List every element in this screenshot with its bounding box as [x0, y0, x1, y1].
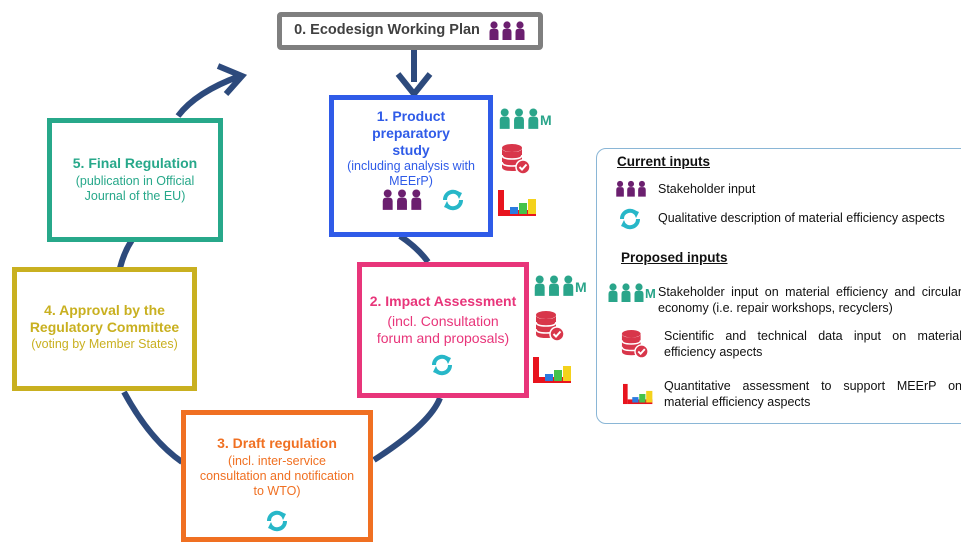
stage-approval-title: 4. Approval by the Regulatory Committee: [29, 302, 180, 335]
stage-final: 5. Final Regulation (publication in Offi…: [47, 118, 223, 242]
stakeholder-group-m-icon: M: [498, 108, 554, 130]
stage-approval: 4. Approval by the Regulatory Committee …: [12, 267, 197, 391]
legend-proposed-item-1: Stakeholder input on material efficiency…: [658, 285, 961, 315]
arrow-final-to-study: [175, 73, 242, 118]
stage-draft-subtitle: (incl. inter-service consultation and no…: [199, 453, 355, 498]
arrow-draft-to-approval: [121, 390, 184, 465]
stage-study: 1. Product preparatory study (including …: [329, 95, 493, 237]
stage-impact: 2. Impact Assessment (incl. Consultation…: [357, 262, 529, 398]
database-check-icon: [535, 311, 565, 342]
stage-approval-subtitle: (voting by Member States): [31, 336, 178, 351]
stage-study-title: 1. Product preparatory study: [372, 108, 450, 158]
stage-final-title: 5. Final Regulation: [72, 155, 198, 171]
arrow-approval-to-final: [117, 238, 135, 269]
m-letter: M: [645, 286, 656, 301]
bar-chart-icon: [498, 190, 536, 216]
stage-working-plan: 0. Ecodesign Working Plan: [277, 12, 543, 50]
stage-impact-subtitle: (incl. Consultation forum and proposals): [376, 312, 510, 346]
stage-impact-title: 2. Impact Assessment: [369, 293, 517, 309]
circular-arrows-icon: [432, 354, 452, 376]
circular-arrows-icon: [267, 510, 287, 532]
arrow-impact-to-draft: [372, 396, 443, 463]
database-check-icon: [501, 144, 531, 175]
stakeholder-group-m-icon: M: [607, 283, 659, 303]
stakeholder-group-icon: [382, 189, 422, 210]
legend-current-heading: Current inputs: [617, 154, 710, 169]
arrow-study-to-impact: [398, 233, 431, 264]
stage-study-subtitle: (including analysis with MEErP): [347, 159, 475, 189]
legend-current-item-1: Stakeholder input: [658, 182, 756, 196]
circular-arrows-icon: [620, 208, 640, 230]
stage-draft-title: 3. Draft regulation: [217, 435, 337, 451]
arrowhead-plan-to-study: [395, 72, 433, 99]
circular-arrows-icon: [443, 189, 463, 211]
bar-chart-icon: [623, 383, 653, 405]
legend-proposed-item-2: Scientific and technical data input on m…: [664, 329, 961, 359]
stakeholder-group-m-icon: M: [533, 275, 589, 297]
legend-proposed-item-3: Quantitative assessment to support MEErP…: [664, 379, 961, 409]
legend-proposed-heading: Proposed inputs: [621, 250, 728, 265]
stage-working-plan-title: 0. Ecodesign Working Plan: [294, 22, 480, 39]
stage-draft: 3. Draft regulation (incl. inter-service…: [181, 410, 373, 542]
stakeholder-group-icon: [489, 21, 525, 40]
legend-panel: Current inputs Stakeholder input Qualita…: [596, 148, 961, 424]
bar-chart-icon: [533, 357, 571, 383]
legend-current-item-2: Qualitative description of material effi…: [658, 211, 945, 225]
stage-final-subtitle: (publication in Official Journal of the …: [75, 173, 195, 203]
database-check-icon: [621, 330, 649, 359]
stakeholder-group-icon: [616, 180, 646, 197]
m-letter: M: [575, 279, 587, 295]
m-letter: M: [540, 112, 552, 128]
arrowhead-final-to-study: [216, 63, 248, 96]
